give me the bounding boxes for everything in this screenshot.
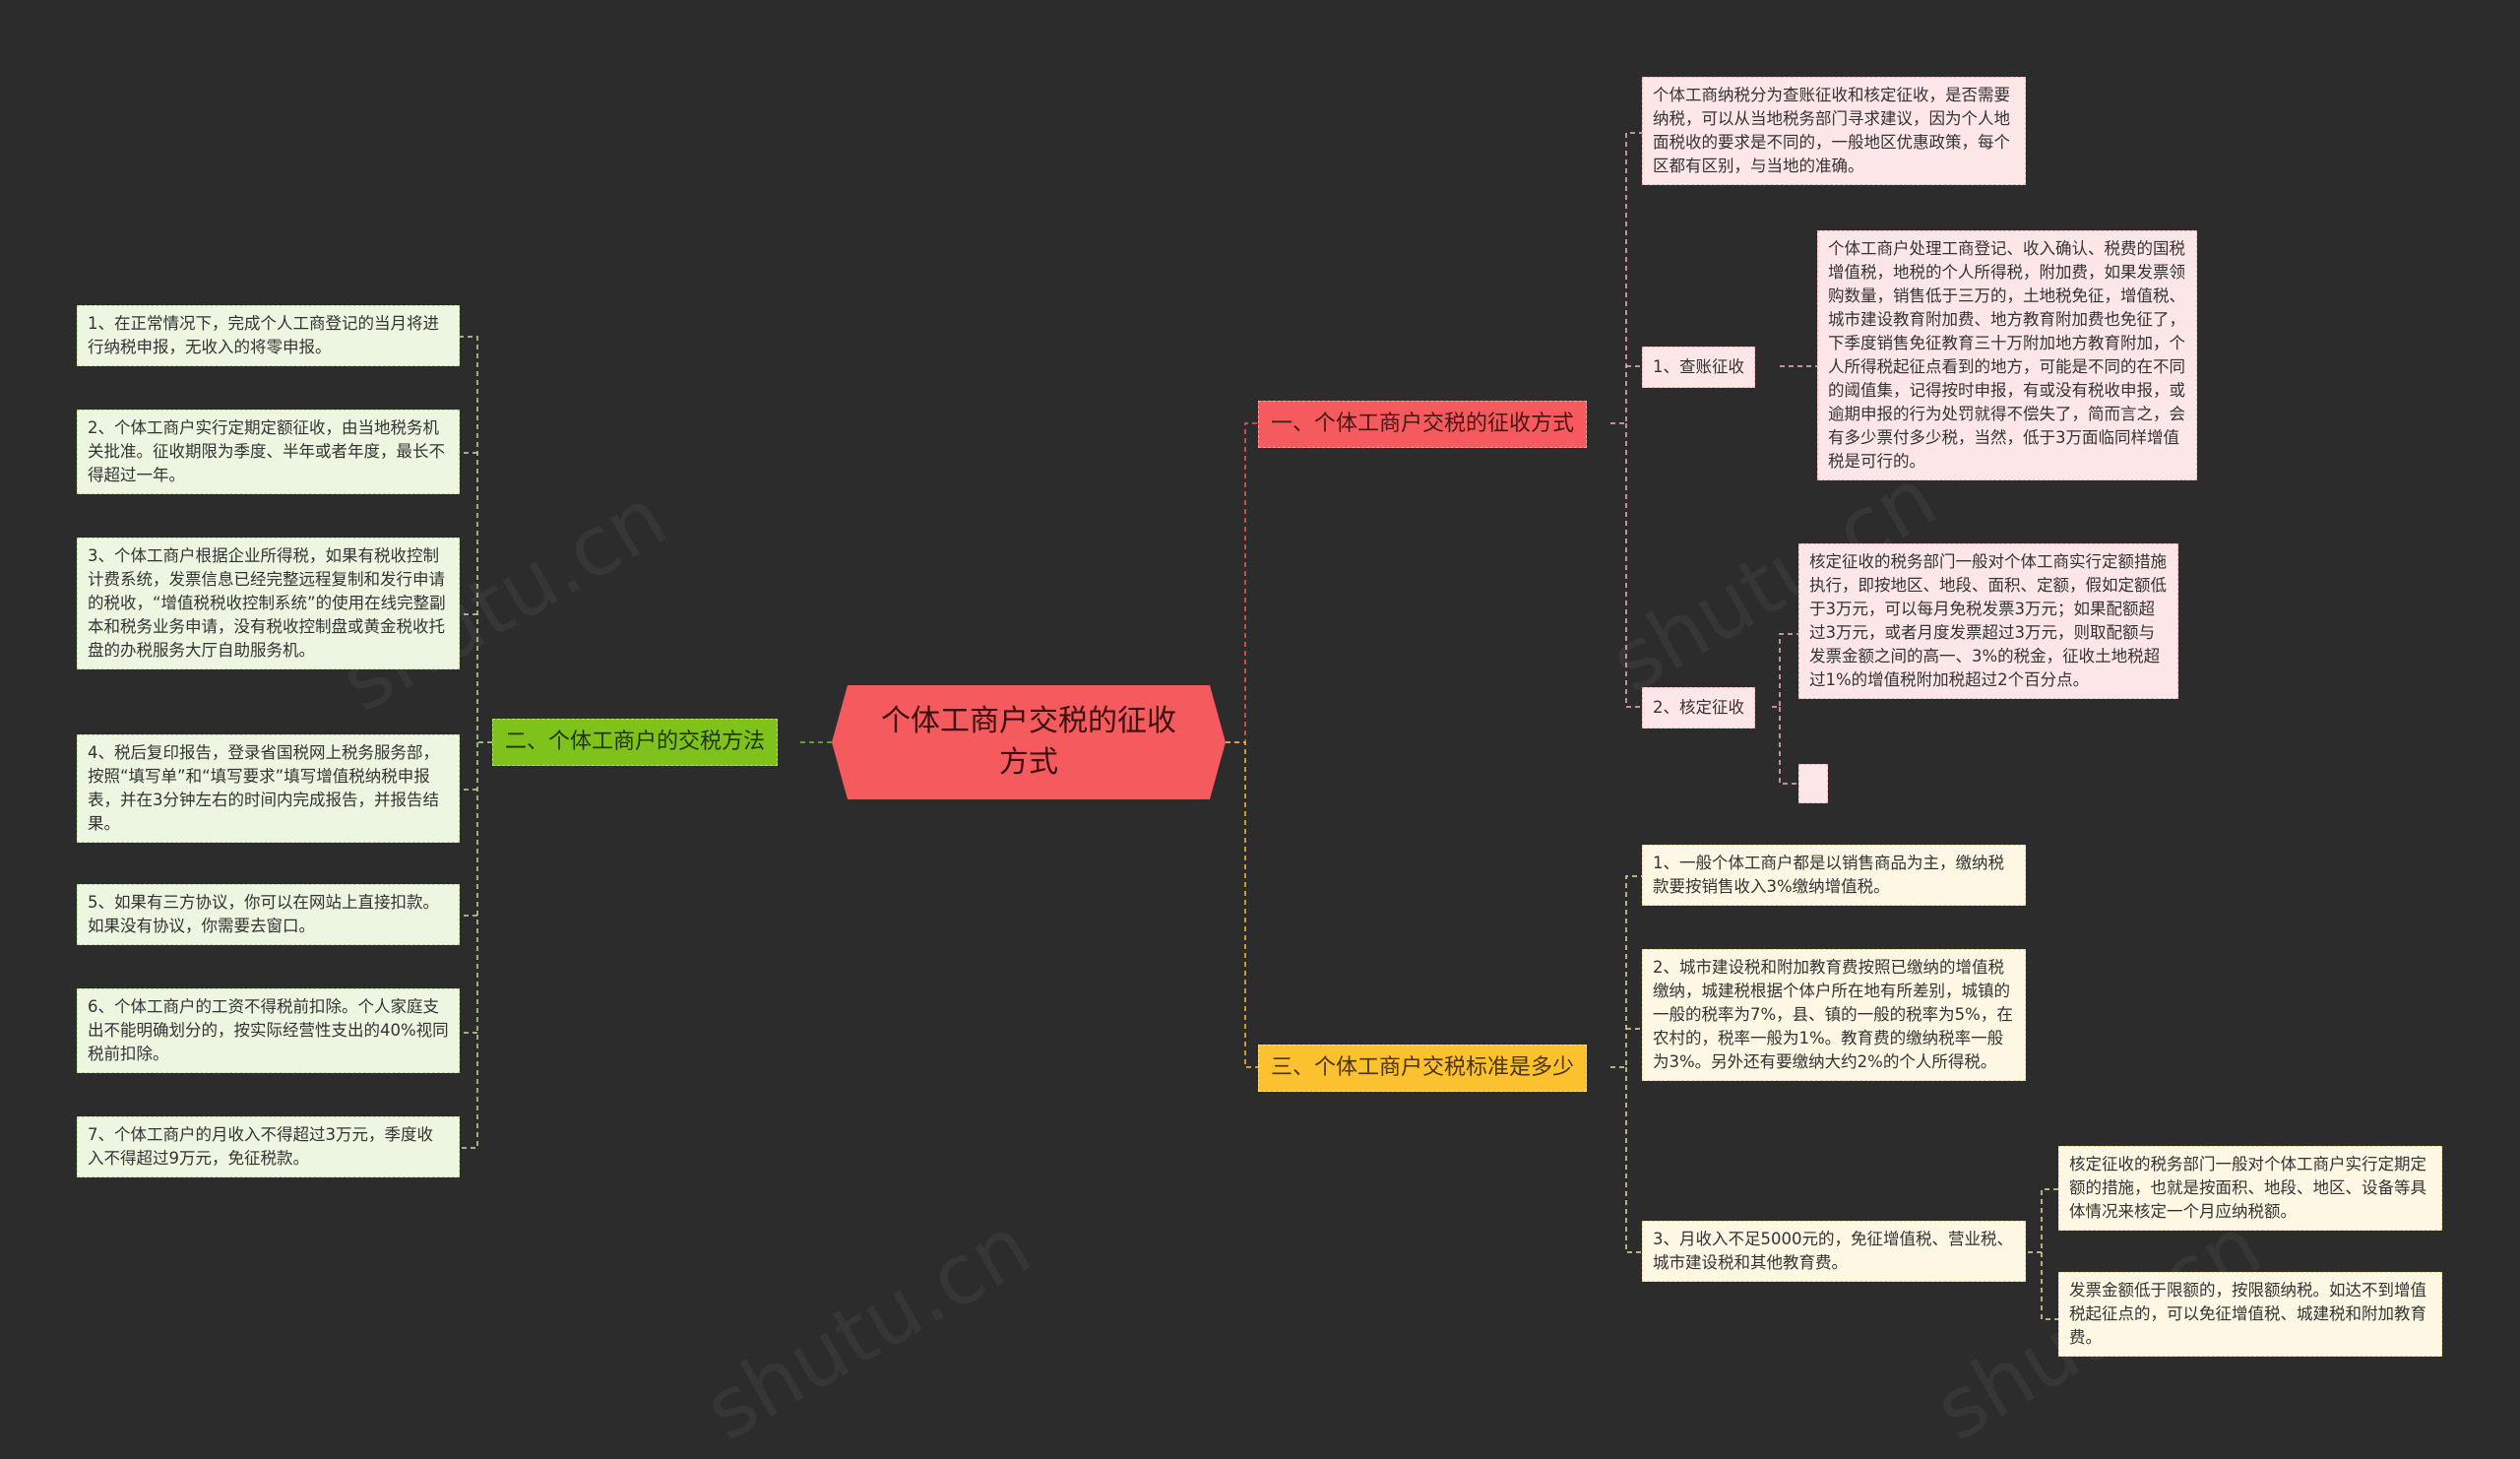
collection-intro-note[interactable]: 个体工商纳税分为查账征收和核定征收，是否需要纳税，可以从当地税务部门寻求建议，因… xyxy=(1642,77,2026,185)
branch-collection-methods[interactable]: 一、个体工商户交税的征收方式 xyxy=(1258,401,1588,448)
tax-standard-item-2[interactable]: 2、城市建设税和附加教育费按照已缴纳的增值税缴纳，城建税根据个体户所在地有所差别… xyxy=(1642,949,2026,1081)
central-topic[interactable]: 个体工商户交税的征收方式 xyxy=(832,685,1226,799)
subtopic-audit-collection[interactable]: 1、查账征收 xyxy=(1642,347,1755,388)
branch-payment-methods[interactable]: 二、个体工商户的交税方法 xyxy=(492,719,779,766)
tax-standard-sub-1[interactable]: 核定征收的税务部门一般对个体工商户实行定期定额的措施，也就是按面积、地段、地区、… xyxy=(2058,1146,2442,1231)
assessed-collection-detail[interactable]: 核定征收的税务部门一般对个体工商实行定额措施执行，即按地区、地段、面积、定额，假… xyxy=(1798,543,2178,699)
audit-collection-detail[interactable]: 个体工商户处理工商登记、收入确认、税费的国税增值税，地税的个人所得税，附加费，如… xyxy=(1817,230,2197,480)
branch-tax-standards[interactable]: 三、个体工商户交税标准是多少 xyxy=(1258,1045,1588,1092)
tax-standard-sub-2[interactable]: 发票金额低于限额的，按限额纳税。如达不到增值税起征点的，可以免征增值税、城建税和… xyxy=(2058,1272,2442,1357)
payment-method-item-4[interactable]: 4、税后复印报告，登录省国税网上税务服务部，按照“填写单”和“填写要求”填写增值… xyxy=(77,734,460,843)
payment-method-item-7[interactable]: 7、个体工商户的月收入不得超过3万元，季度收入不得超过9万元，免征税款。 xyxy=(77,1116,460,1177)
tax-standard-item-3[interactable]: 3、月收入不足5000元的，免征增值税、营业税、城市建设税和其他教育费。 xyxy=(1642,1221,2026,1282)
payment-method-item-5[interactable]: 5、如果有三方协议，你可以在网站上直接扣款。如果没有协议，你需要去窗口。 xyxy=(77,884,460,945)
empty-note[interactable] xyxy=(1798,764,1828,803)
tax-standard-item-1[interactable]: 1、一般个体工商户都是以销售商品为主，缴纳税款要按销售收入3%缴纳增值税。 xyxy=(1642,845,2026,906)
payment-method-item-6[interactable]: 6、个体工商户的工资不得税前扣除。个人家庭支出不能明确划分的，按实际经营性支出的… xyxy=(77,988,460,1073)
central-topic-label: 个体工商户交税的征收方式 xyxy=(881,704,1176,780)
payment-method-item-2[interactable]: 2、个体工商户实行定期定额征收，由当地税务机关批准。征收期限为季度、半年或者年度… xyxy=(77,410,460,494)
payment-method-item-1[interactable]: 1、在正常情况下，完成个人工商登记的当月将进行纳税申报，无收入的将零申报。 xyxy=(77,305,460,366)
subtopic-assessed-collection[interactable]: 2、核定征收 xyxy=(1642,687,1755,729)
payment-method-item-3[interactable]: 3、个体工商户根据企业所得税，如果有税收控制计费系统，发票信息已经完整远程复制和… xyxy=(77,538,460,669)
